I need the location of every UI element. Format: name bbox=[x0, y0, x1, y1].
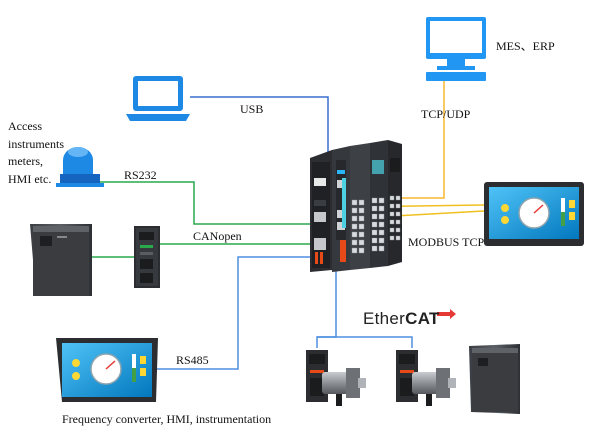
rs485-label: RS485 bbox=[176, 353, 209, 367]
access-line-1: Access bbox=[8, 119, 42, 133]
access-instruments-label: Access instruments meters, HMI etc. bbox=[8, 118, 64, 188]
ethercat-logo-prefix: Ether bbox=[363, 309, 406, 328]
modbus-tcp-label: MODBUS TCP bbox=[408, 235, 485, 249]
rs232-label: RS232 bbox=[124, 168, 157, 182]
ethercat-logo-suffix: CAT bbox=[405, 309, 440, 328]
ethercat-logo: EtherCAT bbox=[363, 309, 440, 329]
ethercat-arrow-icon bbox=[437, 309, 456, 319]
bottom-caption: Frequency converter, HMI, instrumentatio… bbox=[62, 412, 272, 426]
access-line-3: meters, bbox=[8, 154, 43, 168]
servo-drive-icon bbox=[134, 226, 160, 288]
hmi-touchscreen-icon bbox=[484, 182, 584, 246]
ethercat-line bbox=[316, 266, 337, 348]
rs485-line bbox=[157, 256, 312, 370]
servo-motor-icon-2 bbox=[396, 350, 456, 406]
plc-controller-icon bbox=[310, 140, 402, 272]
frequency-converter-icon-2 bbox=[469, 344, 520, 414]
hmi-touchscreen-icon-bottom bbox=[56, 338, 158, 402]
tcp-udp-label: TCP/UDP bbox=[421, 107, 471, 121]
mes-erp-label: MES、ERP bbox=[496, 39, 555, 53]
laptop-icon bbox=[126, 76, 190, 121]
ethercat-line-2 bbox=[317, 336, 413, 348]
canopen-label: CANopen bbox=[193, 229, 242, 243]
access-line-2: instruments bbox=[8, 136, 64, 151]
usb-line bbox=[190, 96, 329, 168]
usb-label: USB bbox=[240, 102, 264, 116]
access-line-4: HMI etc. bbox=[8, 171, 52, 186]
field-instrument-icon bbox=[56, 147, 104, 187]
servo-motor-icon bbox=[306, 350, 366, 406]
rs232-line bbox=[97, 181, 312, 225]
desktop-computer-icon bbox=[426, 17, 486, 81]
frequency-converter-icon bbox=[30, 224, 92, 296]
